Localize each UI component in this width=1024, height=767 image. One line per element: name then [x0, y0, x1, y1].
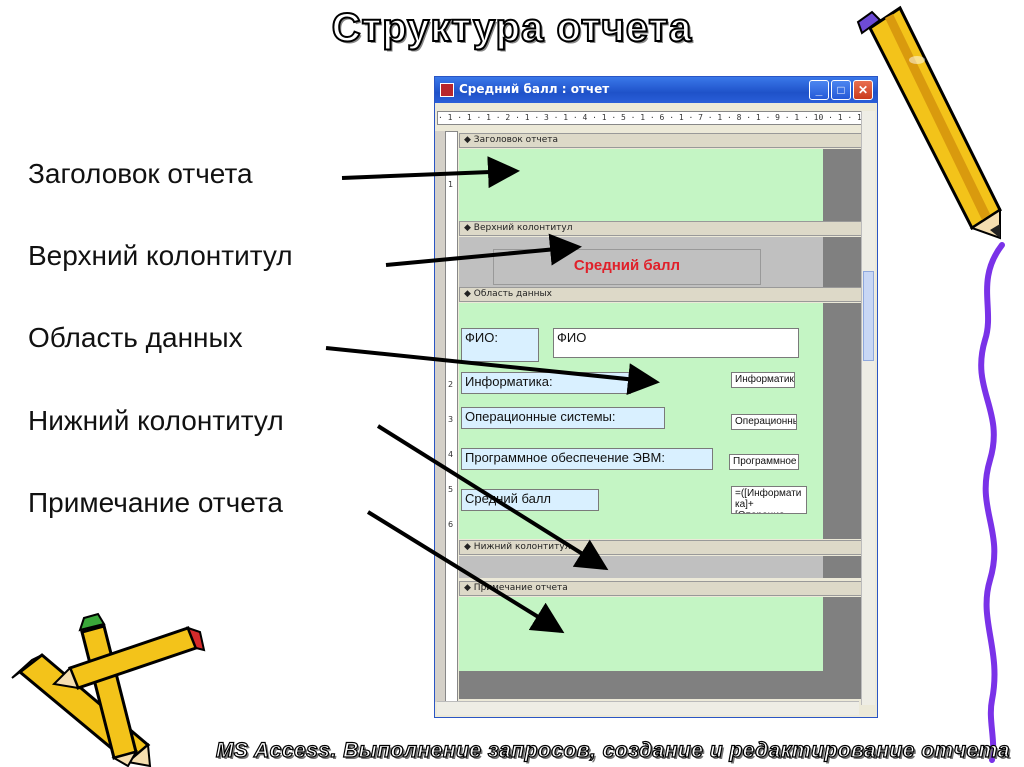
label-page-header: Верхний колонтитул [28, 240, 293, 271]
vruler-number: 4 [448, 450, 454, 459]
section-title: Область данных [473, 289, 552, 299]
report-area-gray [823, 556, 863, 578]
label-page-footer: Нижний колонтитул [28, 405, 284, 436]
average-field[interactable]: =([Информатика]+[Операцио [731, 486, 807, 514]
slide-title: Структура отчета [331, 5, 693, 51]
fio-field[interactable]: ФИО [553, 328, 799, 358]
report-icon [440, 83, 454, 97]
empty-design-area [459, 671, 863, 699]
squiggle-decoration [978, 242, 1005, 763]
informatics-field[interactable]: Информатик [731, 372, 795, 388]
average-field-line: =([Информати [735, 488, 802, 499]
pencil-icon [856, 5, 1002, 240]
report-area-gray [823, 149, 863, 221]
vruler-number: 2 [448, 380, 454, 389]
arrow-report-header [341, 156, 520, 189]
pencil-icon [51, 626, 206, 690]
software-field[interactable]: Программное [729, 454, 799, 470]
section-title: Верхний колонтитул [473, 223, 573, 233]
horizontal-scrollbar[interactable] [437, 701, 859, 715]
report-area-gray [823, 237, 863, 287]
section-header-report-header[interactable]: ◆ Заголовок отчета [459, 133, 863, 148]
scroll-thumb[interactable] [863, 271, 874, 361]
section-title: Нижний колонтитул [473, 542, 571, 552]
arrow-page-header [385, 233, 582, 267]
section-selector-bar[interactable] [435, 131, 445, 702]
average-field-line: ка]+[Операцио [735, 499, 785, 513]
arrow-page-footer [376, 424, 609, 571]
vruler-number: 5 [448, 485, 454, 494]
section-header-page-footer[interactable]: ◆ Нижний колонтитул [459, 540, 863, 555]
vruler-number: 6 [448, 520, 454, 529]
software-label[interactable]: Программное обеспечение ЭВМ: [461, 448, 713, 470]
section-header-detail[interactable]: ◆ Область данных [459, 287, 863, 302]
vertical-scrollbar[interactable] [861, 111, 875, 705]
page-footer-band[interactable] [459, 556, 823, 578]
section-header-report-footer[interactable]: ◆ Примечание отчета [459, 581, 863, 596]
label-report-footer: Примечание отчета [28, 487, 283, 518]
fio-label[interactable]: ФИО: [461, 328, 539, 362]
report-footer-band[interactable] [459, 597, 823, 671]
window-title-bar[interactable]: Средний балл : отчет _ □ ✕ [435, 77, 877, 103]
report-area-gray [823, 597, 863, 671]
label-detail: Область данных [28, 322, 243, 353]
slide-footer: MS Access. Выполнение запросов, создание… [215, 738, 1010, 762]
arrow-detail [325, 346, 660, 396]
section-title: Примечание отчета [473, 583, 568, 593]
report-area-gray [823, 303, 863, 539]
label-report-header: Заголовок отчета [28, 158, 253, 189]
maximize-button[interactable]: □ [831, 80, 851, 100]
section-header-page-header[interactable]: ◆ Верхний колонтитул [459, 221, 863, 236]
section-title: Заголовок отчета [473, 135, 559, 145]
close-button[interactable]: ✕ [853, 80, 873, 100]
arrow-report-footer [366, 510, 565, 634]
vruler-number: 3 [448, 415, 454, 424]
os-field[interactable]: Операционны [731, 414, 797, 430]
minimize-button[interactable]: _ [809, 80, 829, 100]
os-label[interactable]: Операционные системы: [461, 407, 665, 429]
vruler-number: 1 [448, 180, 454, 189]
window-title: Средний балл : отчет [459, 82, 610, 96]
page-header-title-label[interactable]: Средний балл [493, 249, 761, 285]
